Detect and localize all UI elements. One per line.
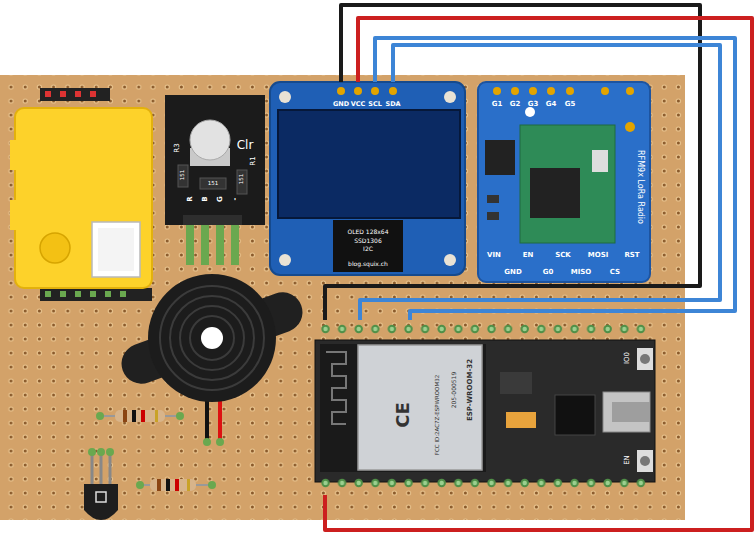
node-label: CE <box>394 402 412 428</box>
esp32-board: IO0EN ESP-WROOM-32 205-000519 FCC ID:2AC7Z-… <box>315 320 655 495</box>
wroom-module: ESP-WROOM-32 205-000519 FCC ID:2AC7Z-ESPWR… <box>358 345 482 470</box>
jumper-wire <box>375 38 735 320</box>
node-label: blog.squix.ch <box>348 261 388 267</box>
node-label: 151 <box>208 181 219 187</box>
node-label: EN <box>523 252 534 259</box>
node-label: CS <box>610 269 620 276</box>
node-label: OLED 128x64 <box>347 229 388 235</box>
node-label: G <box>217 196 224 202</box>
node-label: 151 <box>239 174 245 185</box>
stripboard <box>0 75 685 520</box>
gas-sensor <box>10 88 152 301</box>
jumper-wire <box>360 45 720 320</box>
node-label: R <box>187 196 194 201</box>
node-label: - <box>232 198 239 201</box>
node-label: FCC ID:2AC7Z-ESPWROOM32 <box>435 375 441 455</box>
node-label: SDA <box>385 101 400 108</box>
transistor-symbol <box>84 448 118 520</box>
node-label: G3 <box>528 101 539 108</box>
node-label: RFM9x LoRa Radio <box>636 150 644 224</box>
oled-display: GNDVCCSCLSDA OLED 128x64SSD1306I2C blog.sq… <box>270 82 465 275</box>
node-label: ESP-WROOM-32 <box>467 359 474 421</box>
node-label: G0 <box>543 269 554 276</box>
resistor-symbol <box>96 410 184 422</box>
node-label: VCC <box>351 101 366 108</box>
node-label: EN <box>624 455 631 465</box>
rgb-led-module: Clr R3 151 R1 151 151R B G - <box>165 95 265 225</box>
node-label: G2 <box>510 101 521 108</box>
rgb-led-board <box>165 95 265 265</box>
lora-board <box>478 82 650 282</box>
jumper-wire <box>325 5 700 320</box>
node-label: VIN <box>487 252 501 259</box>
node-label: SSD1306 <box>354 238 382 244</box>
board-holes <box>0 75 685 520</box>
node-label: G5 <box>565 101 576 108</box>
node-label: GND <box>333 101 349 108</box>
node-label: R1 <box>250 156 257 165</box>
oled-board <box>270 82 465 275</box>
node-label: MISO <box>571 269 592 276</box>
node-label: 205-000519 <box>451 372 457 409</box>
node-label: Clr <box>237 139 254 151</box>
node-label: G1 <box>492 101 503 108</box>
buzzer <box>116 274 308 446</box>
node-label: 151 <box>180 170 186 181</box>
node-label: GND <box>504 269 521 276</box>
esp32-board-art <box>315 323 655 492</box>
node-label: R3 <box>174 143 181 152</box>
lora-radio-module: G1 G2 G3 G4 G5RFM9x LoRa RadioVIN EN SCK MOSI RS… <box>478 82 650 282</box>
jumper-wire <box>325 18 752 530</box>
node-label: SCK <box>555 252 571 259</box>
node-label: SCL <box>368 101 382 108</box>
node-label: B <box>202 196 209 201</box>
node-label: MOSI <box>588 252 609 259</box>
node-label: RST <box>624 252 639 259</box>
node-label: I2C <box>363 246 373 252</box>
node-label: IO0 <box>624 352 631 364</box>
resistor-symbol <box>136 479 216 491</box>
node-label: G4 <box>546 101 557 108</box>
